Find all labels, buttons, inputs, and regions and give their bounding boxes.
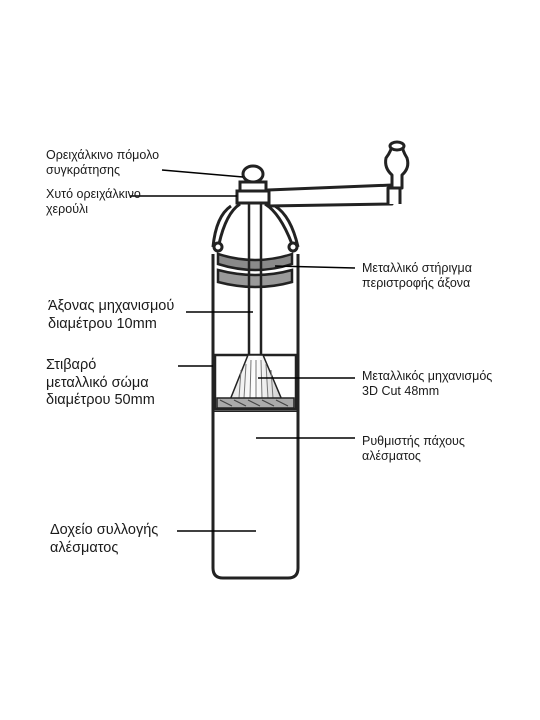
label-metal-body-line2: μεταλλικό σώμα [46, 374, 149, 391]
leader-axle-support [274, 265, 356, 269]
label-metal-body-line3: διαμέτρου 50mm [46, 392, 155, 409]
label-coarseness-adjuster-line2: αλέσματος [362, 449, 421, 464]
label-metal-body-line1: Στιβαρό [46, 357, 97, 373]
label-collection-container: Δοχείο συλλογής αλέσματος [50, 522, 158, 557]
label-axle-support-line2: περιστροφής άξονα [362, 276, 471, 291]
label-collection-container-line2: αλέσματος [50, 539, 119, 556]
brass-knob-assembly [235, 164, 271, 205]
label-coarseness-adjuster: Ρυθμιστής πάχους αλέσματος [362, 434, 465, 465]
cap-frame [211, 202, 300, 253]
label-cast-brass-handle: Χυτό ορειχάλκινο χερούλι [46, 187, 141, 218]
label-cast-brass-handle-line2: χερούλι [46, 202, 89, 217]
label-grinding-axle: Άξονας μηχανισμού διαμέτρου 10mm [48, 298, 174, 333]
label-brass-knob-line1: Ορειχάλκινο πόμολο [46, 148, 160, 162]
label-axle-support: Μεταλλικό στήριγμα περιστροφής άξονα [362, 261, 472, 292]
leader-brass-knob [161, 169, 244, 178]
burr-mechanism [213, 353, 298, 411]
axle-support-bracket [216, 252, 294, 289]
label-collection-container-line1: Δοχείο συλλογής [50, 522, 159, 538]
crank-knob-cap [388, 140, 406, 152]
label-metal-body: Στιβαρό μεταλλικό σώμα διαμέτρου 50mm [46, 357, 155, 410]
label-grinding-axle-line1: Άξονας μηχανισμού [48, 298, 175, 314]
label-mechanism-line1: Μεταλλικός μηχανισμός [362, 369, 493, 383]
brass-knob [241, 164, 265, 184]
crank-vertical-post [386, 186, 402, 204]
label-brass-knob-line2: συγκράτησης [46, 163, 120, 178]
label-brass-knob: Ορειχάλκινο πόμολο συγκράτησης [46, 148, 159, 179]
crank-arm [266, 183, 394, 208]
label-coarseness-adjuster-line1: Ρυθμιστής πάχους [362, 434, 465, 448]
knob-collar [235, 189, 271, 205]
label-mechanism: Μεταλλικός μηχανισμός 3D Cut 48mm [362, 369, 492, 400]
label-grinding-axle-line2: διαμέτρου 10mm [48, 315, 157, 332]
collection-container [211, 412, 300, 580]
leader-lines [130, 169, 356, 532]
label-cast-brass-handle-line1: Χυτό ορειχάλκινο [46, 187, 141, 201]
crank-handle-knob [384, 142, 410, 190]
crank-handle [266, 140, 410, 208]
grinding-axle [247, 204, 263, 355]
label-axle-support-line1: Μεταλλικό στήριγμα [362, 261, 472, 275]
label-mechanism-line2: 3D Cut 48mm [362, 384, 440, 399]
